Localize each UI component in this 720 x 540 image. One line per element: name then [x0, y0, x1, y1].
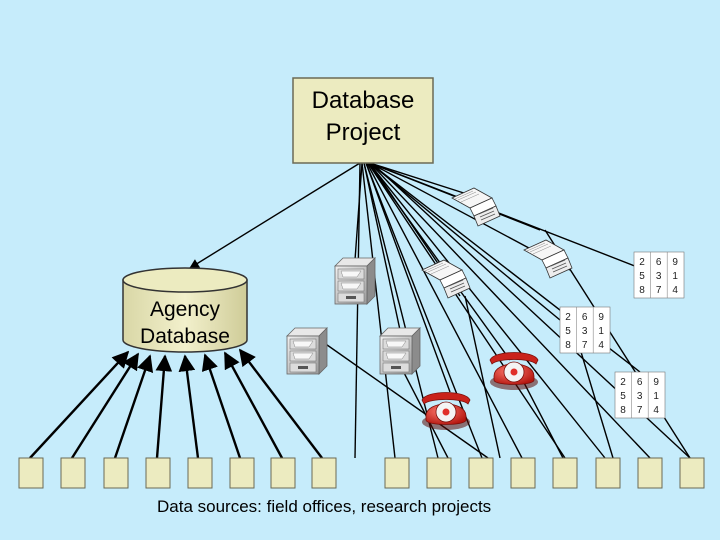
number-grid-cell: 6 [582, 312, 588, 323]
number-grid-cell: 2 [639, 257, 645, 268]
data-source-box [679, 457, 705, 489]
file-cabinet-icon [379, 327, 421, 375]
number-grid-cell: 9 [653, 377, 659, 388]
document-icon [451, 187, 501, 227]
number-grid-cell: 9 [598, 312, 604, 323]
telephone-icon [489, 352, 539, 391]
number-grid-cell: 7 [582, 340, 588, 351]
number-grid-cell: 6 [656, 257, 662, 268]
number-grid-cell: 4 [672, 285, 678, 296]
database-project-label-line2: Project [326, 119, 401, 146]
document-icon [421, 259, 471, 299]
number-grid-cell: 7 [656, 285, 662, 296]
number-grid-cell: 9 [672, 257, 678, 268]
data-source-box [270, 457, 296, 489]
agency-arrows [29, 348, 323, 459]
telephone-icon [421, 392, 471, 431]
data-source-box [229, 457, 255, 489]
data-source-box [510, 457, 536, 489]
agency-database-node: Agency Database [122, 267, 248, 353]
agency-database-label-line1: Agency [150, 298, 221, 321]
number-grid-cell: 8 [565, 340, 571, 351]
project-connectors [189, 162, 691, 459]
data-source-box [384, 457, 410, 489]
number-grid-cell: 1 [672, 271, 678, 282]
data-source-box [311, 457, 337, 489]
agency-database-label-line2: Database [140, 325, 230, 348]
source-boxes [18, 457, 705, 489]
number-grid-cell: 1 [653, 391, 659, 402]
data-source-box [637, 457, 663, 489]
number-grid-cell: 6 [637, 377, 643, 388]
number-grid-cell: 5 [639, 271, 645, 282]
number-grid-cell: 3 [637, 391, 643, 402]
number-grid-cell: 8 [639, 285, 645, 296]
number-grid-cell: 7 [637, 405, 643, 416]
number-grid-cell: 4 [598, 340, 604, 351]
number-grid-cell: 2 [565, 312, 571, 323]
data-source-box [60, 457, 86, 489]
data-source-box [595, 457, 621, 489]
number-grid-cell: 3 [582, 326, 588, 337]
data-source-box [18, 457, 44, 489]
number-grid-cell: 5 [620, 391, 626, 402]
data-source-box [552, 457, 578, 489]
caption: Data sources: field offices, research pr… [157, 497, 492, 516]
data-source-box [426, 457, 452, 489]
file-cabinet-icon [334, 257, 376, 305]
number-grid-cell: 8 [620, 405, 626, 416]
database-project-node: Database Project [292, 77, 434, 164]
data-source-box [103, 457, 129, 489]
file-cabinet-icon [286, 327, 328, 375]
data-source-box [145, 457, 171, 489]
data-source-box [468, 457, 494, 489]
document-icon [523, 239, 573, 279]
number-grid-cell: 3 [656, 271, 662, 282]
number-grid-cell: 1 [598, 326, 604, 337]
database-project-label-line1: Database [312, 87, 415, 114]
number-grid-cell: 4 [653, 405, 659, 416]
number-grid-cell: 2 [620, 377, 626, 388]
data-source-box [187, 457, 213, 489]
number-grid-cell: 5 [565, 326, 571, 337]
